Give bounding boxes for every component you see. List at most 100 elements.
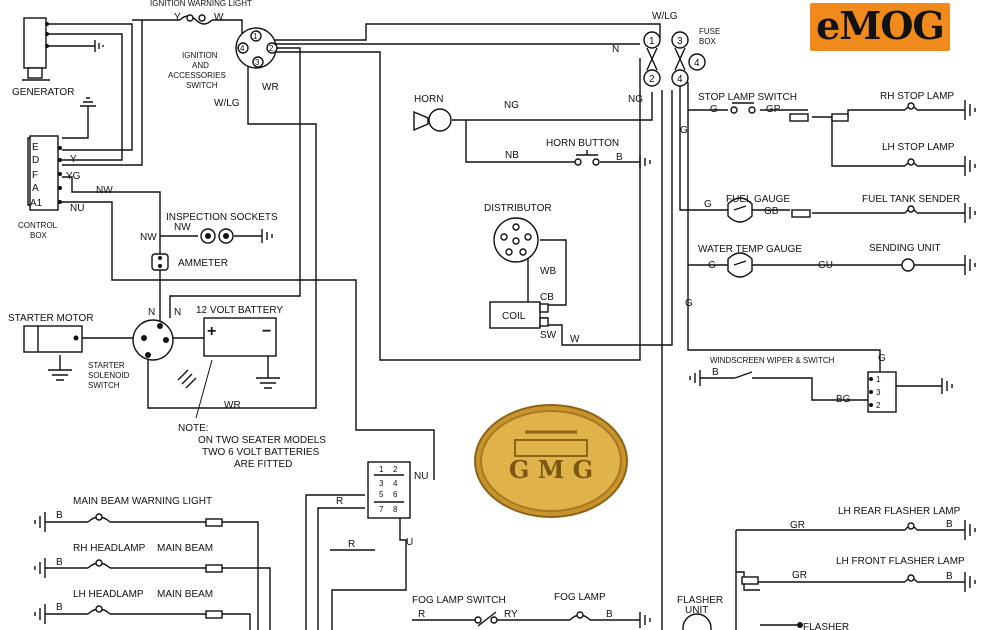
earth-icon [177,369,197,389]
wire-code: Y [174,12,181,23]
wire-code: B [606,609,613,620]
coil-terminal-sw: SW [540,330,557,341]
ignition-terminal-4: 4 [240,44,245,53]
switch-terminal-2: 2 [393,465,398,474]
wire-control-box-frame [27,137,30,206]
wire-code: G [680,125,688,136]
wiper-terminal-1: 1 [876,375,881,384]
rh-stop-lamp-label: RH STOP LAMP [880,91,954,102]
flasher-unit-body [682,613,712,630]
wire-code: NB [505,150,519,161]
switch-terminal-8: 8 [393,505,398,514]
fuel-gauge: FUEL GAUGE [726,194,811,223]
wire-code: WR [262,82,279,93]
wiper-terminal-2: 2 [876,401,881,410]
lh-rear-flasher-label: LH REAR FLASHER LAMP [838,506,961,517]
earth-icon [941,378,953,394]
wire-code: BG [836,394,851,405]
fog-lamp-switch-label: FOG LAMP SWITCH [412,595,506,606]
wire-code: WR [224,400,241,411]
dip-switch-body [367,461,411,519]
wire-code: B [712,367,719,378]
ammeter: AMMETER [151,253,228,271]
wire-code: W [214,12,224,23]
wire-y-control [62,20,143,166]
wiper-terminal-3: 3 [876,388,881,397]
wire-code: YG [66,171,81,182]
rh-main-beam-label: MAIN BEAM [157,543,213,554]
wire-generator-d [47,23,133,151]
dip-switch: 1 2 3 4 5 6 7 8 [367,461,411,519]
wire-code: WB [540,266,556,277]
flasher-unit-label-2: UNIT [685,605,708,616]
wire-code: NW [174,222,191,233]
wire-ignition-battery [169,47,301,318]
fuse-terminal-1: 1 [649,36,655,47]
ignition-warning-light: IGNITION WARNING LIGHT [150,0,252,25]
wire-code: NG [504,100,519,111]
inspection-sockets: INSPECTION SOCKETS [166,212,278,244]
wire-rh-headlamp-feed [220,567,271,630]
water-temp-gauge-label: WATER TEMP GAUGE [698,244,802,255]
battery-positive: + [207,323,216,340]
wire-g-main [687,110,881,372]
mog-badge-text: G M G [509,455,593,484]
note-line-2: ON TWO SEATER MODELS [198,435,326,446]
horn-button-label: HORN BUTTON [546,138,619,149]
switch-terminal-1: 1 [379,465,384,474]
control-terminal-e: E [32,142,39,153]
earth-icon [964,572,976,592]
wire-code: W [570,334,580,345]
control-box: E D F A A1 CONTROL BOX [18,135,62,240]
wire-code: B [56,510,63,521]
note-line-4: ARE FITTED [234,459,292,470]
water-temp-gauge: WATER TEMP GAUGE [698,244,802,278]
earth-icon [964,156,976,176]
ignition-terminal-2: 2 [269,44,274,53]
control-box-body [29,135,59,211]
wire-coil-sw [548,90,673,346]
starter-motor: STARTER MOTOR [8,313,94,353]
earth-icon [94,40,104,52]
coil-body [489,301,541,329]
wire-code: NU [414,471,428,482]
starter-motor-body [23,325,83,353]
fuse-terminal-4: 4 [677,74,683,85]
fuse-box-label-2: BOX [699,37,717,46]
earth-icon [34,604,46,624]
flasher-unit-label-1: FLASHER [677,595,723,606]
flasher-unit: FLASHER UNIT FLASHER [677,576,849,630]
lh-stop-lamp: LH STOP LAMP [882,142,965,167]
fog-lamp: FOG LAMP [554,592,606,621]
switch-terminal-6: 6 [393,490,398,499]
main-beam-warning-label: MAIN BEAM WARNING LIGHT [73,496,212,507]
wire-code: G [685,298,693,309]
earth-icon [80,97,96,115]
solenoid-label-3: SWITCH [88,381,120,390]
wire-ignition-n [272,51,641,361]
wire-code: B [56,602,63,613]
wire-lh-headlamp-feed [220,613,251,630]
battery-label: 12 VOLT BATTERY [196,305,283,316]
note-line-3: TWO 6 VOLT BATTERIES [202,447,320,458]
ignition-label-4: SWITCH [186,81,218,90]
wire-code: R [348,539,355,550]
fuel-tank-sender: FUEL TANK SENDER [862,194,965,214]
wire-horn-nb [465,120,575,163]
fuel-tank-sender-label: FUEL TANK SENDER [862,194,960,205]
stop-lamp-switch: STOP LAMP SWITCH [698,92,849,122]
ignition-label-1: IGNITION [182,51,218,60]
wire-code: B [616,152,623,163]
solenoid-label-2: SOLENOID [88,371,130,380]
wire-control-a-nw [62,176,161,262]
starter-solenoid: STARTER SOLENOID SWITCH [88,319,174,390]
wire-code: B [946,571,953,582]
earth-icon [639,155,651,169]
sending-unit: SENDING UNIT [869,243,965,272]
coil-terminal-cb: CB [540,292,554,303]
ignition-switch: 1 2 3 4 IGNITION AND ACCESSORIES SWITCH [168,27,278,90]
rh-headlamp: RH HEADLAMP MAIN BEAM [73,543,223,573]
wire-horn-ng [452,92,653,121]
switch-terminal-7: 7 [379,505,384,514]
